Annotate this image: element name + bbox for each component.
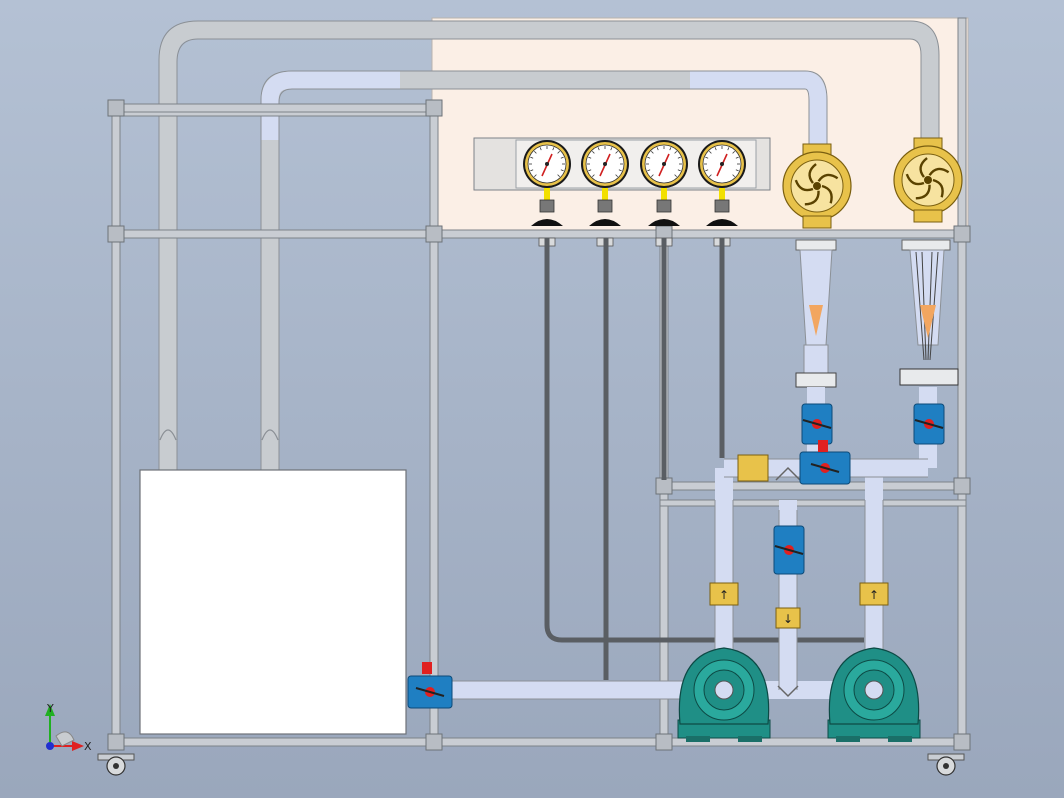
impeller-left <box>782 143 852 229</box>
gauge-stem <box>661 188 667 200</box>
gauge-valve-handle <box>706 219 738 226</box>
gauge-stem <box>544 188 550 200</box>
pump-right <box>827 647 921 742</box>
ball-valve-left-riser <box>801 403 833 445</box>
inner-pipe-blue-segment <box>261 71 400 140</box>
gauge-stem <box>719 188 725 200</box>
gauge-valve-handle <box>589 219 621 226</box>
ball-valve-cross <box>799 451 851 485</box>
inlet-elbow-left <box>159 429 177 441</box>
impeller-right <box>893 137 963 223</box>
inlet-elbow-right <box>261 429 279 441</box>
pumps <box>677 647 921 742</box>
flow-markers: ↑ ↓ ↑ <box>719 588 879 626</box>
ball-valve-right-riser <box>913 403 945 445</box>
gauge-valve-handle <box>531 219 563 226</box>
valve-lever <box>774 545 804 555</box>
flow-marker: ↑ <box>869 588 879 602</box>
axis-triad: Y X <box>45 702 92 753</box>
gauge-valve-body <box>656 199 672 213</box>
gauge-valve-handle <box>648 219 680 226</box>
casters <box>97 753 965 776</box>
valve-lever <box>810 463 840 473</box>
axis-x-label: X <box>84 740 92 753</box>
tee-arrow-top <box>775 466 801 481</box>
tank-valve-cap <box>422 662 432 674</box>
pump-inlet <box>864 680 884 700</box>
valve-lever <box>415 687 445 697</box>
gauge-valve-body <box>714 199 730 213</box>
back-panel <box>431 17 969 235</box>
valve-lever <box>802 419 832 429</box>
cross-valve-cap <box>818 440 828 452</box>
pressure-tubes <box>544 238 864 680</box>
gauge-1 <box>523 140 571 247</box>
flow-marker: ↓ <box>783 612 793 626</box>
pump-inlet <box>714 680 734 700</box>
rotameter-left <box>795 239 837 388</box>
gauge-valve-body <box>539 199 555 213</box>
ball-valve-tank-outlet <box>407 675 453 709</box>
impeller-housings <box>782 137 963 229</box>
inner-pipe-blue-segment-right <box>690 71 827 145</box>
water-tank <box>139 469 407 735</box>
tee-arrow <box>777 685 799 698</box>
ball-valves <box>407 403 945 709</box>
gauge-stem <box>602 188 608 200</box>
frame-joints <box>107 99 971 751</box>
caster-left <box>97 753 135 776</box>
outer-return-pipe <box>159 21 939 470</box>
valve-lever <box>914 419 944 429</box>
flow-marker: ↑ <box>719 588 729 602</box>
pipe-outlines <box>158 20 940 470</box>
gauge-2 <box>581 140 629 247</box>
gauge-3 <box>640 140 688 247</box>
rotameter-right <box>899 239 959 386</box>
caster-right <box>927 753 965 776</box>
ball-valve-bypass <box>773 525 805 575</box>
axis-y-label: Y <box>46 702 54 715</box>
pump-left <box>677 647 771 742</box>
gauge-valve-body <box>597 199 613 213</box>
pressure-gauges <box>523 140 746 247</box>
